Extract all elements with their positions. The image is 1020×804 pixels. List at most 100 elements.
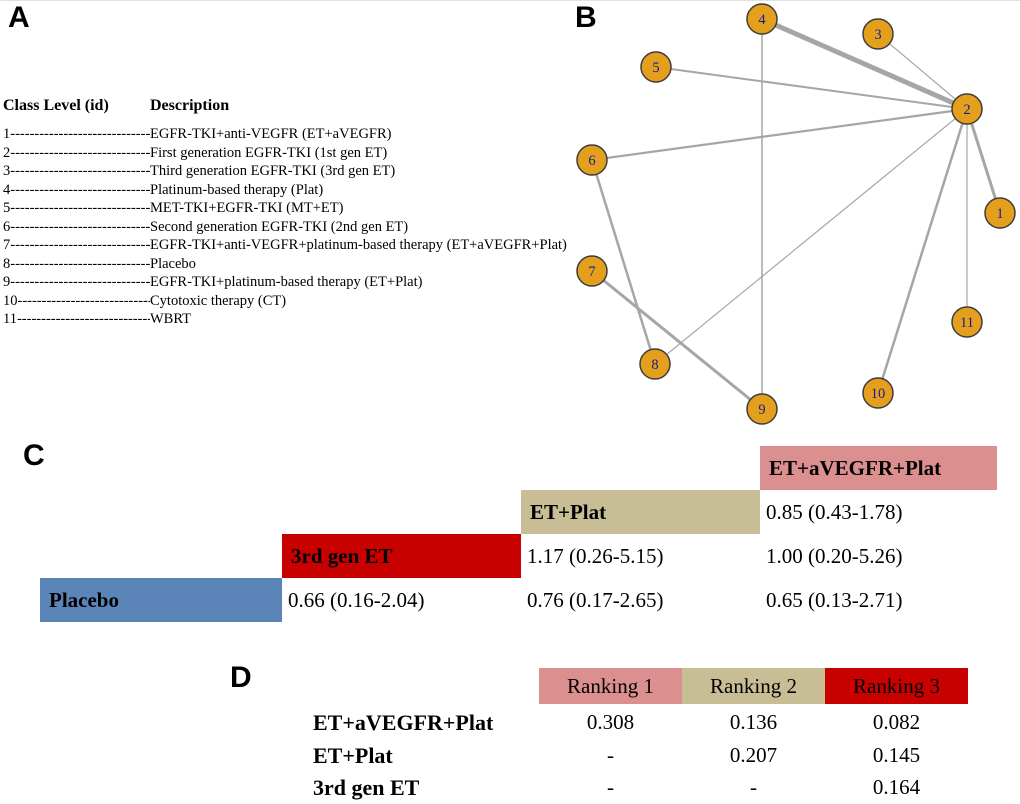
ranking-row-label: ET+Plat xyxy=(313,743,393,768)
dash-filler: ----------------------------------------… xyxy=(10,274,150,290)
ranking-probability-cell: 0.136 xyxy=(729,710,778,734)
class-row: 10 -------------------------------------… xyxy=(3,292,578,311)
class-row-id-dashes: 11 -------------------------------------… xyxy=(3,310,150,329)
network-node-5: 5 xyxy=(640,51,672,83)
network-edge-3-2 xyxy=(877,33,968,110)
class-description: Cytotoxic therapy (CT) xyxy=(150,292,287,309)
league-estimate-cell: 0.66 (0.16-2.04) xyxy=(288,588,425,612)
node-label: 3 xyxy=(874,27,881,43)
dash-filler: ----------------------------------------… xyxy=(10,144,150,161)
class-row-id-dashes: 8 --------------------------------------… xyxy=(3,255,150,274)
node-label: 1 xyxy=(996,206,1003,222)
league-estimate-cell: 1.17 (0.26-5.15) xyxy=(527,544,664,568)
class-legend-table: Class Level (id) Description 1 ---------… xyxy=(3,96,578,329)
node-label: 7 xyxy=(588,264,595,280)
dash-filler: ----------------------------------------… xyxy=(16,311,150,327)
node-label: 2 xyxy=(963,102,970,118)
class-row: 4 --------------------------------------… xyxy=(3,181,578,200)
class-description: EGFR-TKI+platinum-based therapy (ET+Plat… xyxy=(150,274,423,290)
class-row: 5 --------------------------------------… xyxy=(3,199,578,218)
ranking-probability-cell: - xyxy=(750,775,757,799)
network-edge-10-2 xyxy=(876,108,969,394)
league-treatment-cell: ET+Plat xyxy=(521,490,760,534)
class-row-id-dashes: 9 --------------------------------------… xyxy=(3,273,150,292)
node-label: 11 xyxy=(960,315,974,331)
class-description: EGFR-TKI+anti-VEGFR (ET+aVEGFR) xyxy=(150,126,392,142)
ranking-header-2: Ranking 2 xyxy=(682,668,825,704)
node-circle xyxy=(576,144,608,176)
class-row: 6 --------------------------------------… xyxy=(3,218,578,237)
class-row: 8 --------------------------------------… xyxy=(3,255,578,274)
class-row-id-dashes: 2 --------------------------------------… xyxy=(3,144,150,163)
class-row: 11 -------------------------------------… xyxy=(3,310,578,329)
class-row-id-dashes: 3 --------------------------------------… xyxy=(3,162,150,181)
ranking-row-label: ET+aVEGFR+Plat xyxy=(313,710,494,735)
dash-filler: ----------------------------------------… xyxy=(10,255,150,272)
node-circle xyxy=(862,377,894,409)
network-node-1: 1 xyxy=(984,197,1016,229)
network-node-3: 3 xyxy=(862,18,894,50)
class-id: 10 xyxy=(3,292,18,309)
dash-filler: ----------------------------------------… xyxy=(10,200,150,216)
dash-filler: ----------------------------------------… xyxy=(17,292,151,309)
node-label: 4 xyxy=(758,12,766,28)
node-circle xyxy=(951,93,983,125)
ranking-probability-cell: - xyxy=(607,775,614,799)
node-label: 6 xyxy=(588,153,595,169)
panel-d-label: D xyxy=(230,661,252,694)
league-estimate-cell: 0.76 (0.17-2.65) xyxy=(527,588,664,612)
class-description: Second generation EGFR-TKI (2nd gen ET) xyxy=(150,218,409,235)
network-node-10: 10 xyxy=(862,377,894,409)
network-edge-8-2 xyxy=(654,108,968,365)
node-circle xyxy=(951,306,983,338)
league-estimate-cell: 0.85 (0.43-1.78) xyxy=(766,500,903,524)
class-description: MET-TKI+EGFR-TKI (MT+ET) xyxy=(150,200,344,216)
league-estimate-cell: 0.65 (0.13-2.71) xyxy=(766,588,903,612)
league-treatment-cell: ET+aVEGFR+Plat xyxy=(760,446,997,490)
class-description: WBRT xyxy=(150,311,192,327)
class-row-id-dashes: 4 --------------------------------------… xyxy=(3,181,150,200)
ranking-probability-cell: - xyxy=(607,743,614,767)
class-row: 1 --------------------------------------… xyxy=(3,125,578,144)
class-row-id-dashes: 5 --------------------------------------… xyxy=(3,199,150,218)
node-circle xyxy=(640,51,672,83)
class-id: 7 xyxy=(3,237,11,253)
class-id: 3 xyxy=(3,163,11,179)
node-circle xyxy=(984,197,1016,229)
network-edge-4-2 xyxy=(760,16,969,112)
panel-b-label: B xyxy=(575,1,597,34)
class-id: 5 xyxy=(3,200,11,216)
class-table-header: Class Level (id) Description xyxy=(3,96,578,116)
panel-a-label: A xyxy=(8,1,30,34)
node-label: 9 xyxy=(758,402,765,418)
node-circle xyxy=(576,255,608,287)
network-edge-6-8 xyxy=(590,159,657,365)
network-node-11: 11 xyxy=(951,306,983,338)
class-id: 2 xyxy=(3,144,11,161)
ranking-row-label: 3rd gen ET xyxy=(313,775,420,800)
ranking-probability-cell: 0.082 xyxy=(872,710,921,734)
class-id: 9 xyxy=(3,274,11,290)
network-node-2: 2 xyxy=(951,93,983,125)
network-node-7: 7 xyxy=(576,255,608,287)
node-label: 5 xyxy=(652,60,659,76)
description-header: Description xyxy=(150,97,230,114)
class-id: 6 xyxy=(3,218,11,235)
ranking-probability-cell: 0.164 xyxy=(872,775,921,799)
class-description: Third generation EGFR-TKI (3rd gen ET) xyxy=(150,163,396,179)
class-level-header: Class Level (id) xyxy=(3,97,109,114)
class-row-id-dashes: 1 --------------------------------------… xyxy=(3,125,150,144)
node-circle xyxy=(746,393,778,425)
league-estimate-cell: 1.00 (0.20-5.26) xyxy=(766,544,903,568)
ranking-header-1: Ranking 1 xyxy=(539,668,682,704)
network-edge-5-2 xyxy=(655,66,968,110)
class-row-id-dashes: 10 -------------------------------------… xyxy=(3,292,150,311)
dash-filler: ----------------------------------------… xyxy=(10,181,150,198)
dash-filler: ----------------------------------------… xyxy=(10,218,150,235)
class-table-rows: 1 --------------------------------------… xyxy=(3,125,578,329)
node-circle xyxy=(639,348,671,380)
ranking-probability-cell: 0.207 xyxy=(729,743,778,767)
panel-c-label: C xyxy=(23,439,45,472)
